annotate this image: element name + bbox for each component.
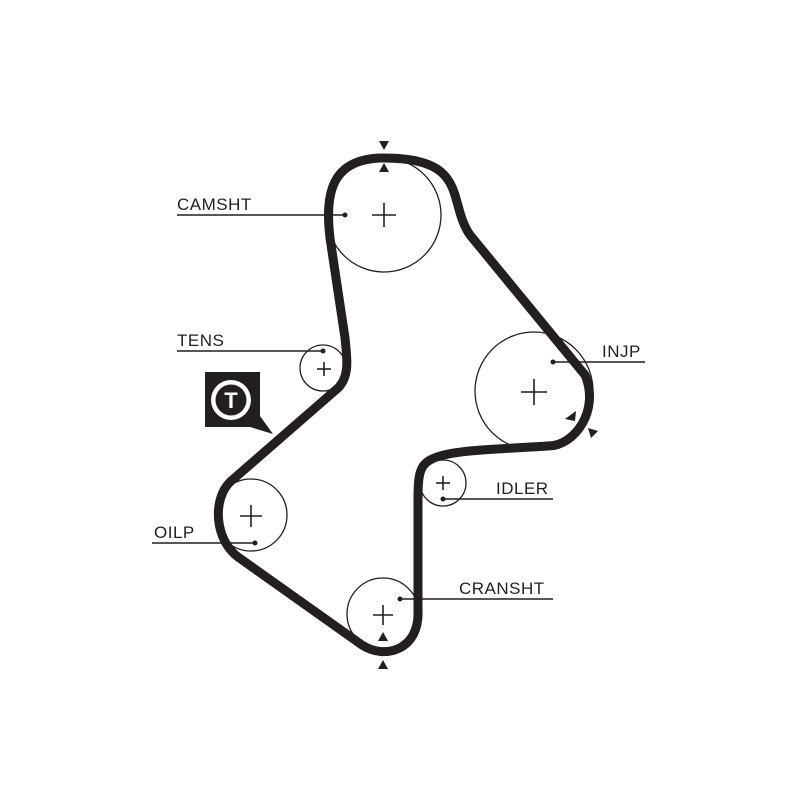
tensioner-label: TENS [177, 331, 224, 350]
tension-tool-letter: T [224, 388, 238, 413]
oil-pump-center-mark [240, 505, 262, 527]
camshaft-center-mark [372, 203, 396, 227]
tensioner-center-mark [317, 362, 331, 376]
idler-center-mark [436, 476, 450, 490]
timing-belt [213, 153, 594, 657]
crankshaft-label: CRANSHT [459, 579, 545, 598]
crankshaft-center-mark [373, 605, 393, 625]
injection-pump-center-mark [521, 379, 547, 405]
timing-mark-icon [565, 411, 576, 421]
timing-mark-icon [379, 141, 389, 150]
timing-mark-icon [588, 428, 598, 438]
injection-pump-label: INJP [602, 342, 641, 361]
idler-label: IDLER [496, 479, 549, 498]
camshaft-label: CAMSHT [177, 195, 252, 214]
tension-tool-icon: T [205, 372, 273, 434]
timing-mark-icon [379, 163, 389, 172]
oil-pump-label: OILP [154, 523, 195, 542]
timing-mark-icon [378, 632, 388, 641]
timing-mark-icon [378, 660, 388, 669]
